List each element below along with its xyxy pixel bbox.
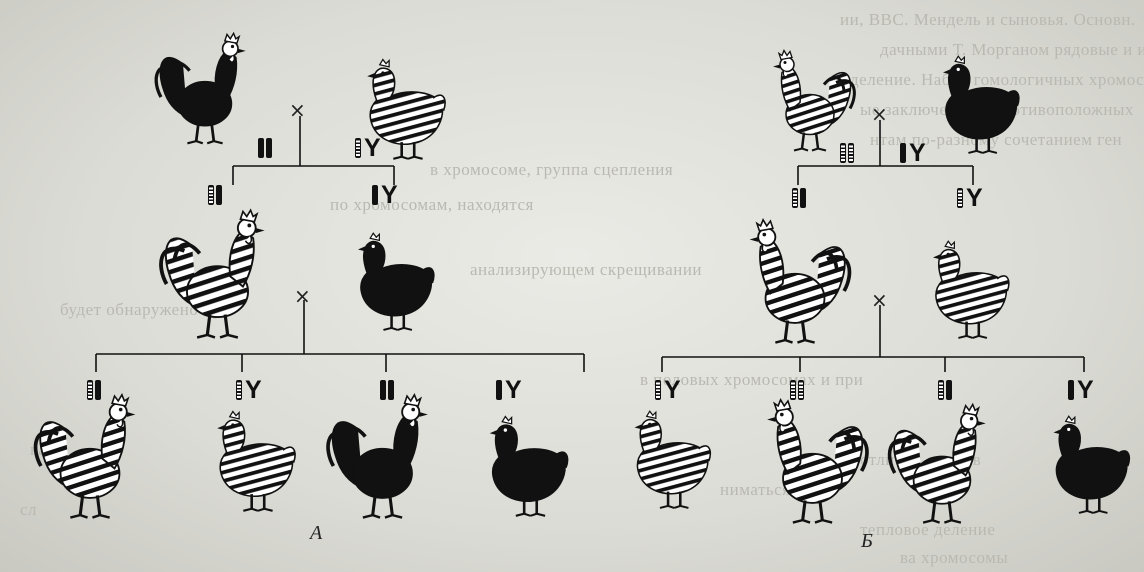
striped-x-chromosome [87,380,93,400]
rooster-barred-icon [150,200,285,340]
genotype-label [258,138,272,158]
panel-label-a: А [310,522,322,545]
dark-x-chromosome [95,380,101,400]
striped-x-chromosome [236,380,242,400]
y-chromosome-letter: Y [966,188,983,208]
cross-symbol-b-p: × [871,104,888,124]
hen-black-icon [1028,405,1138,517]
panel-label-b: Б [861,530,873,553]
genotype-label [380,380,394,400]
striped-x-chromosome [790,380,796,400]
hen-black-icon [330,222,445,334]
y-chromosome-letter: Y [245,380,262,400]
striped-x-chromosome [848,143,854,163]
cross-symbol-a-p: × [289,100,306,120]
striped-x-chromosome [798,380,804,400]
striped-x-chromosome [655,380,661,400]
dark-x-chromosome [1068,380,1074,400]
striped-x-chromosome [355,138,361,158]
y-chromosome-letter: Y [364,138,381,158]
genotype-label: Y [372,185,398,205]
genotype-label [840,143,854,163]
y-chromosome-letter: Y [381,185,398,205]
y-chromosome-letter: Y [505,380,522,400]
genotype-label [208,185,222,205]
rooster-barred-icon [20,385,160,520]
cross-symbol-b-f1: × [871,290,888,310]
dark-x-chromosome [800,188,806,208]
dark-x-chromosome [496,380,502,400]
rooster-barred-icon [750,390,875,525]
genotype-label [790,380,804,400]
hen-black-icon [460,405,580,520]
rooster-barred-icon [730,210,860,345]
hen-barred-icon [608,400,720,512]
rooster-barred-icon [882,395,1002,525]
genotype-label [87,380,101,400]
dark-x-chromosome [372,185,378,205]
dark-x-chromosome [258,138,264,158]
dark-x-chromosome [388,380,394,400]
genotype-label: Y [355,138,381,158]
genotype-label: Y [900,143,926,163]
y-chromosome-letter: Y [1077,380,1094,400]
genotype-label: Y [496,380,522,400]
striped-x-chromosome [792,188,798,208]
y-chromosome-letter: Y [909,143,926,163]
striped-x-chromosome [840,143,846,163]
genotype-label: Y [1068,380,1094,400]
hen-barred-icon [190,400,305,515]
dark-x-chromosome [946,380,952,400]
y-chromosome-letter: Y [664,380,681,400]
hen-black-icon [915,45,1030,157]
cross-symbol-a-f1: × [294,286,311,306]
dark-x-chromosome [900,143,906,163]
genotype-label: Y [957,188,983,208]
striped-x-chromosome [957,188,963,208]
rooster-black-icon [320,385,445,520]
dark-x-chromosome [266,138,272,158]
genotype-label: Y [655,380,681,400]
genotype-label [938,380,952,400]
dark-x-chromosome [380,380,386,400]
striped-x-chromosome [938,380,944,400]
rooster-black-icon [150,10,260,160]
genotype-label: Y [236,380,262,400]
striped-x-chromosome [208,185,214,205]
genotype-label [792,188,806,208]
dark-x-chromosome [216,185,222,205]
hen-barred-icon [905,230,1020,342]
